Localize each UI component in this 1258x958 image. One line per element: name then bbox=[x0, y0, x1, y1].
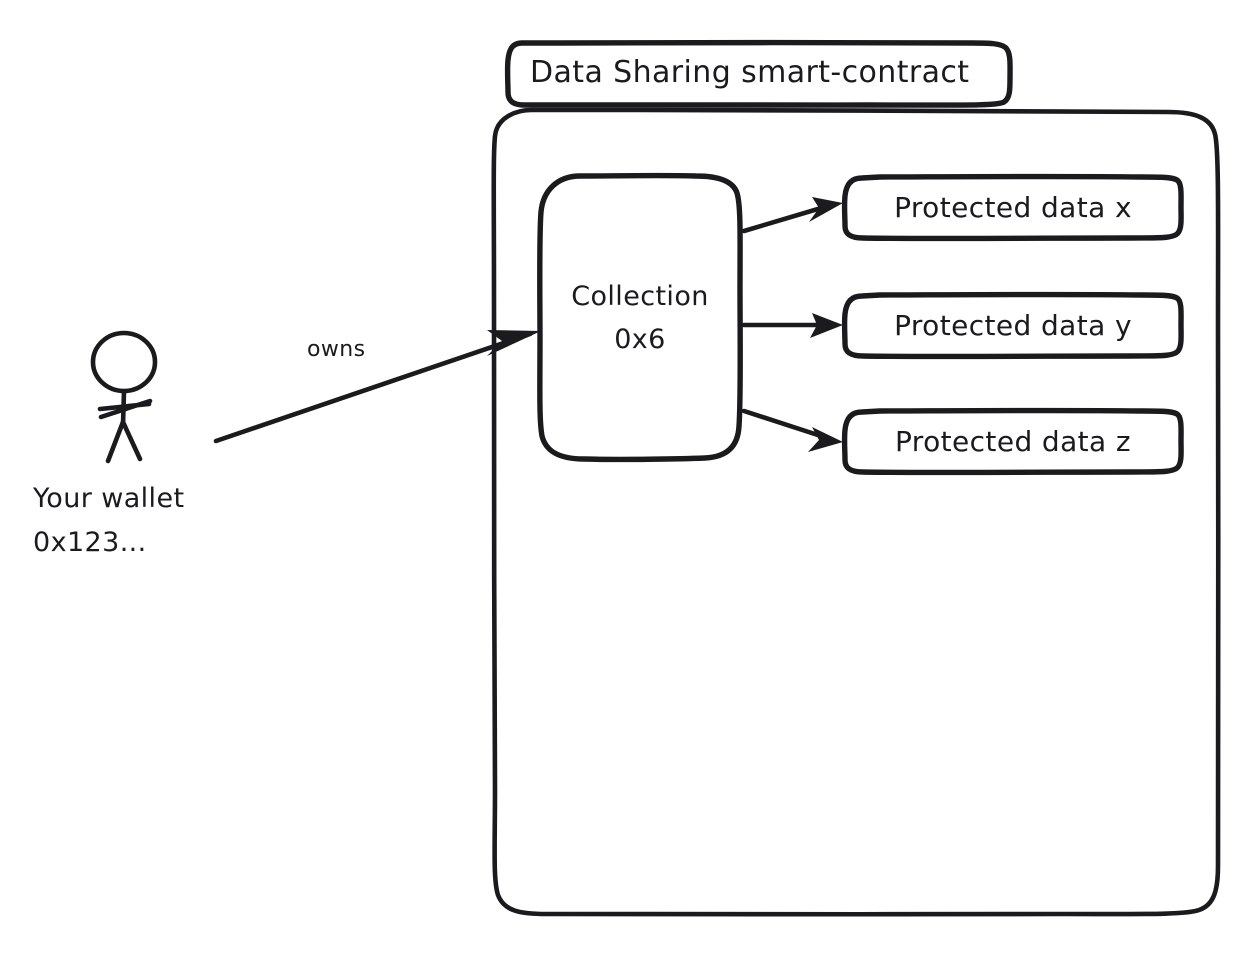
protected-data-label-y: Protected data y bbox=[894, 309, 1132, 342]
owns-label: owns bbox=[307, 337, 365, 362]
arrow-collection-to-data-y bbox=[741, 313, 843, 338]
wallet-caption-line1: Your wallet bbox=[32, 483, 184, 514]
arrow-collection-to-data-x bbox=[741, 197, 843, 234]
collection-node[interactable]: Collection 0x6 bbox=[537, 172, 743, 463]
collection-name-line2: 0x6 bbox=[614, 324, 666, 355]
protected-data-box-z[interactable]: Protected data z bbox=[841, 407, 1184, 476]
collection-name-line1: Collection bbox=[571, 281, 709, 312]
arrow-collection-to-data-z bbox=[741, 408, 843, 452]
protected-data-label-x: Protected data x bbox=[894, 191, 1132, 224]
protected-data-box-y[interactable]: Protected data y bbox=[841, 291, 1184, 360]
wallet-caption: Your wallet 0x123... bbox=[32, 483, 184, 558]
stick-figure-person-icon bbox=[90, 330, 158, 464]
title-box: Data Sharing smart-contract bbox=[504, 39, 1013, 109]
title-text: Data Sharing smart-contract bbox=[530, 55, 969, 90]
arrow-wallet-owns-collection: owns bbox=[213, 330, 541, 444]
wallet-caption-line2: 0x123... bbox=[33, 527, 147, 558]
protected-data-box-x[interactable]: Protected data x bbox=[841, 173, 1184, 242]
protected-data-label-z: Protected data z bbox=[895, 425, 1131, 458]
